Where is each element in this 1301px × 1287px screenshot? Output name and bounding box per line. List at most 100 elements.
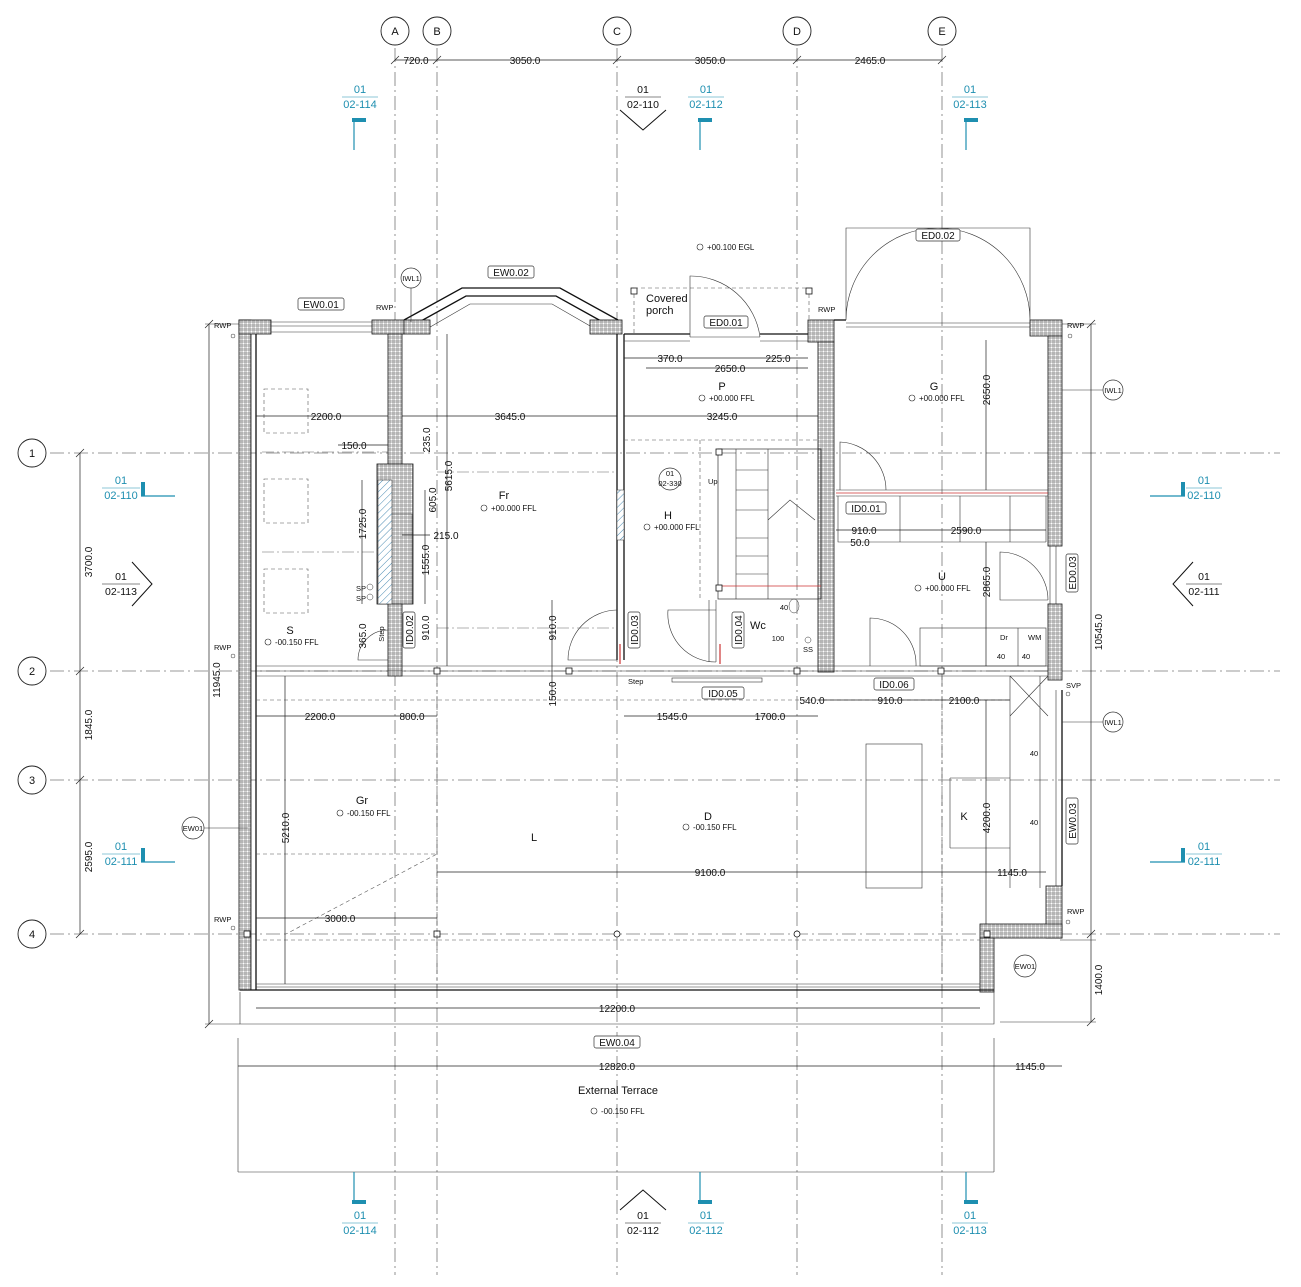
room-name: G <box>930 381 939 393</box>
dim-40-b: 40 <box>997 652 1005 661</box>
right-dimension-string: 10545.0 1400.0 <box>1000 319 1105 1027</box>
grid-row-1: 1 <box>17 438 47 468</box>
section-num: 01 <box>637 84 649 96</box>
top-dimension-string: 720.0 3050.0 3050.0 2465.0 <box>390 55 947 67</box>
dim-910-d: 910.0 <box>877 696 902 707</box>
room-name: U <box>938 571 946 583</box>
room-level: +00.000 FFL <box>709 394 755 403</box>
section-sheet: 02-113 <box>953 1225 986 1237</box>
room-level: -00.150 FFL <box>275 638 319 647</box>
rwp-1: RWP <box>214 321 231 330</box>
stair-ref-sheet: 02-330 <box>658 479 681 488</box>
section-marker-top-a: 01 02-114 <box>342 84 378 150</box>
room-name: Gr <box>356 795 369 807</box>
tag-iwl1-top: IWL1 <box>402 274 420 283</box>
room-label-terrace: External Terrace -00.150 FFL <box>578 1085 658 1116</box>
section-marker-top-c: 01 02-110 <box>619 84 667 131</box>
element-tags: EW0.01 EW0.02 ED0.01 ED0.02 ID0.01 ID0.0… <box>297 228 1079 1049</box>
section-marker-top-e: 01 02-113 <box>952 84 988 150</box>
svp: SVP <box>1066 681 1081 690</box>
grid-column-d: D <box>782 16 812 46</box>
dim-3645: 3645.0 <box>495 412 526 423</box>
porch-line-1: Covered <box>646 293 688 305</box>
level-marker-egl: +00.100 EGL <box>696 243 755 252</box>
dim-50: 50.0 <box>850 538 870 549</box>
room-label-d: D -00.150 FFL <box>682 811 737 832</box>
tag-id005: ID0.05 <box>708 689 738 700</box>
section-num: 01 <box>354 84 366 96</box>
stair-ref-num: 01 <box>666 469 674 478</box>
sp-1: SP <box>356 584 366 593</box>
dim-40-a: 40 <box>780 603 788 612</box>
tag-ew01-left: EW01 <box>183 824 203 833</box>
room-name: External Terrace <box>578 1085 658 1097</box>
external-walls <box>237 287 1063 1173</box>
tag-ew001: EW0.01 <box>303 300 339 311</box>
dim-2590: 2590.0 <box>951 526 982 537</box>
section-sheet: 02-112 <box>627 1225 659 1237</box>
section-marker-right-1: 01 02-110 <box>1150 475 1222 502</box>
room-label-g: G +00.000 FFL <box>908 381 965 403</box>
section-marker-top-c2: 01 02-112 <box>688 84 724 150</box>
dim-2865: 2865.0 <box>982 566 993 597</box>
rwp-5: RWP <box>214 643 231 652</box>
tag-ew004: EW0.04 <box>599 1038 635 1049</box>
section-num: 01 <box>964 1210 976 1222</box>
dim-40-e: 40 <box>1030 818 1038 827</box>
ss: SS <box>803 645 813 654</box>
porch-line-2: porch <box>646 305 674 317</box>
section-sheet: 02-112 <box>689 99 722 111</box>
section-num: 01 <box>1198 475 1210 487</box>
grid-row-2: 2 <box>17 656 47 686</box>
dim-540: 540.0 <box>799 696 824 707</box>
dim-910-c: 910.0 <box>851 526 876 537</box>
room-label-s: S -00.150 FFL <box>264 625 319 647</box>
section-marker-right-3: 01 02-111 <box>1150 841 1222 868</box>
rwp-7: RWP <box>1067 907 1084 916</box>
dim-910-a: 910.0 <box>421 615 432 640</box>
left-dimension-string: 3700.0 1845.0 2595.0 11945.0 <box>75 319 240 1029</box>
dim-1545: 1545.0 <box>657 712 688 723</box>
tag-ed003: ED0.03 <box>1068 556 1079 590</box>
room-level: -00.150 FFL <box>693 823 737 832</box>
room-name: L <box>531 832 537 844</box>
section-sheet: 02-110 <box>627 99 659 111</box>
tag-iwl1-right-a: IWL1 <box>1104 386 1122 395</box>
tag-id006: ID0.06 <box>879 680 909 691</box>
dim-800: 800.0 <box>399 712 424 723</box>
room-label-fr: Fr +00.000 FFL <box>480 490 537 513</box>
dim-3700: 3700.0 <box>84 546 95 577</box>
dim-40-c: 40 <box>1022 652 1030 661</box>
tag-ew002: EW0.02 <box>493 268 529 279</box>
sp-2: SP <box>356 594 366 603</box>
room-level: +00.000 FFL <box>919 394 965 403</box>
dim-150-b: 150.0 <box>548 681 559 706</box>
section-num: 01 <box>115 571 127 583</box>
room-level: +00.000 FFL <box>654 523 700 532</box>
dim-1145-k: 1145.0 <box>997 868 1027 879</box>
rwp-4: RWP <box>1067 321 1084 330</box>
section-marker-right-mid: 01 02-111 <box>1172 561 1222 607</box>
section-marker-left-3: 01 02-111 <box>102 841 175 868</box>
room-name: H <box>664 510 672 522</box>
dim-3050-b: 3050.0 <box>695 56 726 67</box>
section-marker-left-1: 01 02-110 <box>102 475 175 502</box>
grid-label-4: 4 <box>29 929 35 941</box>
section-sheet: 02-113 <box>105 586 137 598</box>
dim-3050-a: 3050.0 <box>510 56 541 67</box>
grid-label-c: C <box>613 26 621 38</box>
internal-dimension-lines <box>238 334 1062 1067</box>
dim-3245: 3245.0 <box>707 412 738 423</box>
dim-40-d: 40 <box>1030 749 1038 758</box>
tag-id001: ID0.01 <box>851 504 881 515</box>
grid-label-d: D <box>793 26 801 38</box>
dim-720: 720.0 <box>403 56 428 67</box>
section-marker-left-mid: 01 02-113 <box>102 561 153 607</box>
room-level: +00.000 FFL <box>925 584 971 593</box>
room-level: -00.150 FFL <box>601 1107 645 1116</box>
room-name: D <box>704 811 712 823</box>
grid-row-3: 3 <box>17 765 47 795</box>
stair-up: Up <box>708 477 718 486</box>
room-label-h: H +00.000 FFL <box>643 510 700 532</box>
grid-row-4: 4 <box>17 919 47 949</box>
